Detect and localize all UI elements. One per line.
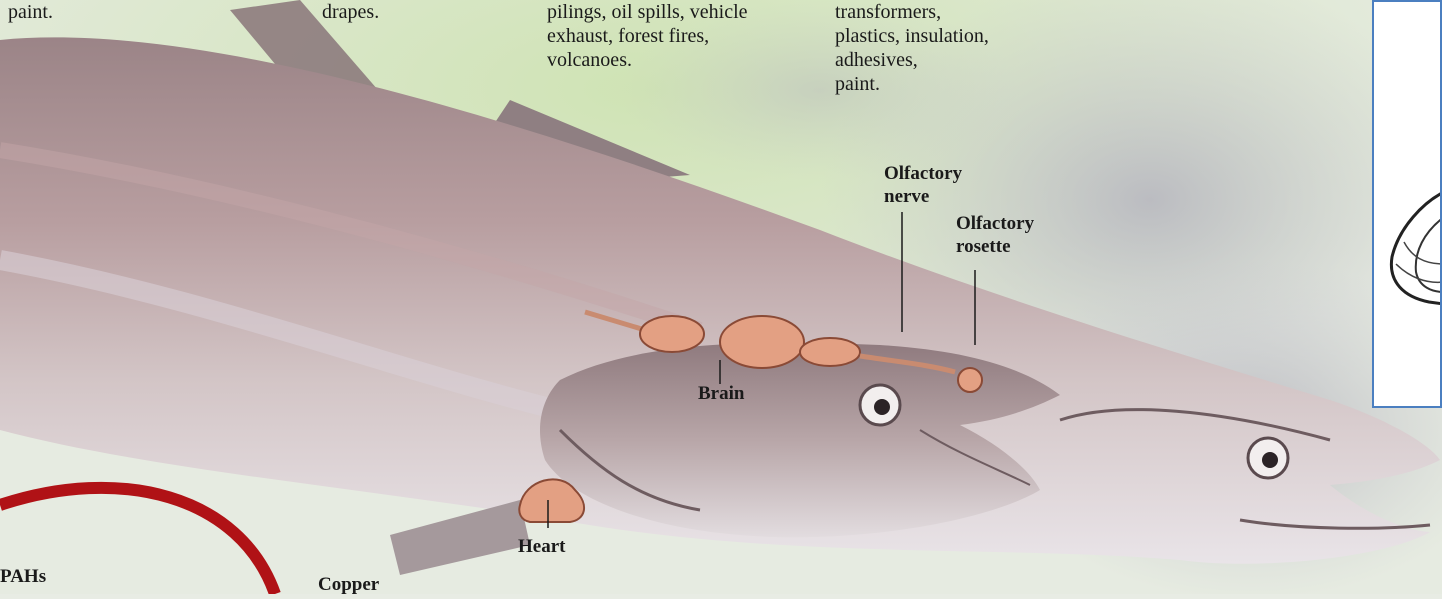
source-text-col2: drapes.	[322, 0, 379, 24]
olfactory-nerve-label: Olfactory nerve	[884, 162, 962, 208]
olfactory-rosette	[958, 368, 982, 392]
source-text-col3: pilings, oil spills, vehicle exhaust, fo…	[547, 0, 748, 72]
olfactory-rosette-label: Olfactory rosette	[956, 212, 1034, 258]
pahs-label: PAHs	[0, 565, 46, 588]
source-text-col4: transformers, plastics, insulation, adhe…	[835, 0, 989, 96]
source-text-col1: paint.	[8, 0, 53, 24]
brain-label: Brain	[698, 382, 744, 405]
brain	[640, 316, 704, 352]
inset-fish-sketch	[1374, 2, 1442, 408]
heart-label: Heart	[518, 535, 565, 558]
copper-label: Copper	[318, 573, 379, 596]
inset-panel	[1372, 0, 1442, 408]
small-fish-body	[540, 343, 1060, 538]
